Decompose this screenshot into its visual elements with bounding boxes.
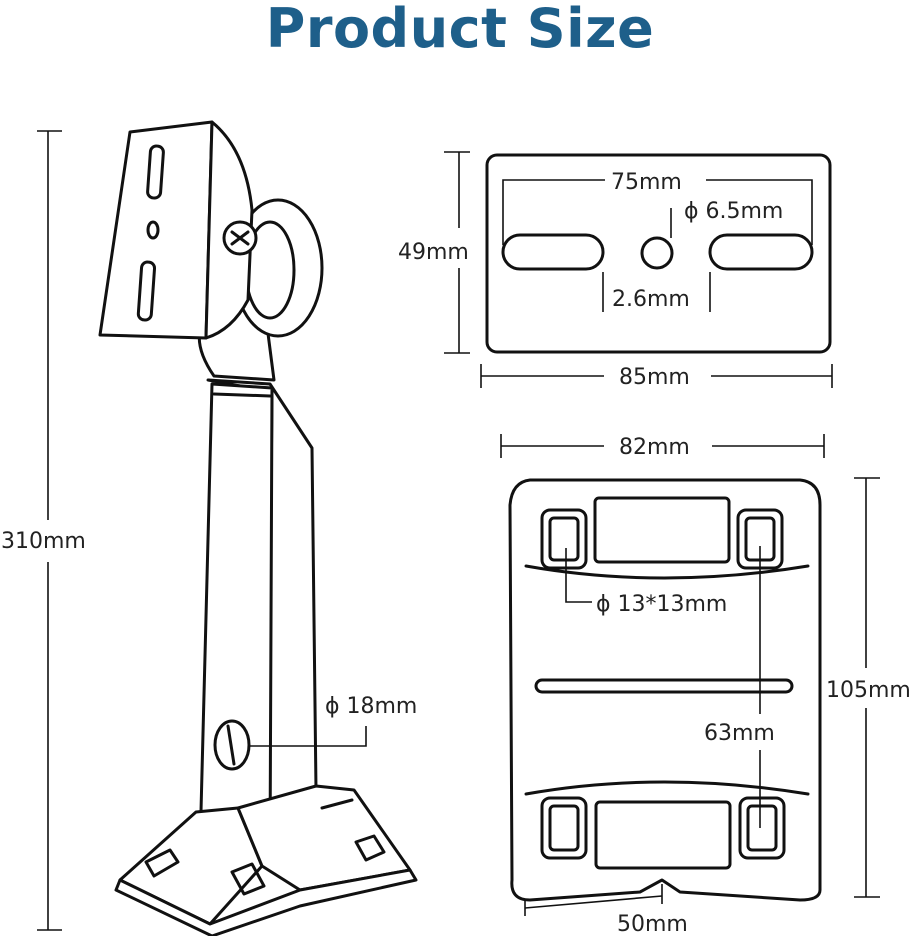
label-base-height: 105mm bbox=[826, 678, 911, 703]
label-height-total: 310mm bbox=[1, 529, 86, 554]
page-title: Product Size bbox=[265, 0, 655, 60]
dimension-line-height bbox=[37, 130, 62, 931]
label-base-bottom-width: 50mm bbox=[617, 912, 688, 936]
label-base-hole-spacing: 63mm bbox=[704, 721, 775, 746]
label-plate-hole: ϕ 6.5mm bbox=[684, 199, 783, 224]
bracket-side-view: 310mm bbox=[1, 120, 418, 936]
base-plate-view bbox=[500, 434, 880, 916]
label-base-width: 82mm bbox=[619, 435, 690, 460]
label-plate-width-inner: 75mm bbox=[611, 170, 682, 195]
label-plate-width: 85mm bbox=[619, 365, 690, 390]
label-plate-gap: 2.6mm bbox=[612, 287, 690, 312]
label-base-square-hole: ϕ 13*13mm bbox=[596, 592, 727, 617]
label-hole-round: ϕ 18mm bbox=[325, 694, 417, 719]
mounting-plate-view bbox=[444, 151, 833, 388]
label-plate-height: 49mm bbox=[398, 240, 469, 265]
